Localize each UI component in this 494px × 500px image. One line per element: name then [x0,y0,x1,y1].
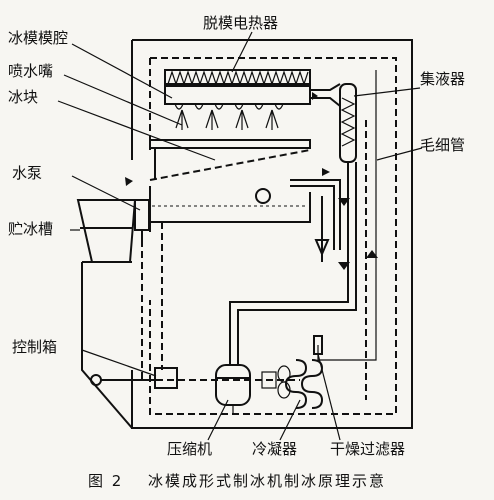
inner-liner [149,57,397,415]
label-nozzle: 喷水嘴 [8,62,53,80]
ice-storage-tank [76,199,137,263]
water-line [141,222,300,381]
label-control-box: 控制箱 [12,338,57,356]
water-sprays [175,109,279,130]
flow-arrows [125,92,378,270]
water-trough [149,188,311,223]
caption-text: 冰模成形式制冰机制冰原理示意 [148,472,386,490]
label-pump: 水泵 [12,164,42,182]
ice-chute [149,149,311,232]
label-mold-cavity: 冰模模腔 [8,29,68,47]
compressor [215,364,251,415]
label-capillary: 毛细管 [420,136,465,154]
refrigerant-pipes [229,83,357,365]
control-box [90,367,178,389]
ice-mold-cavity [164,85,311,110]
label-condenser: 冷凝器 [252,440,297,458]
demold-heater [164,69,311,86]
capillary-tube [317,70,377,400]
leader-lines [57,31,423,441]
label-demold-heater: 脱模电热器 [203,14,278,32]
label-dryer-filter: 干燥过滤器 [330,440,405,458]
water-pump [134,199,150,242]
label-ice: 冰块 [8,88,38,106]
label-accumulator: 集液器 [420,70,465,88]
caption-figure-number: 图 2 [88,472,123,490]
label-compressor: 压缩机 [167,440,212,458]
label-ice-tank: 贮冰槽 [8,220,53,238]
condenser [284,359,324,409]
spray-manifold [149,139,311,180]
accumulator [339,83,357,163]
